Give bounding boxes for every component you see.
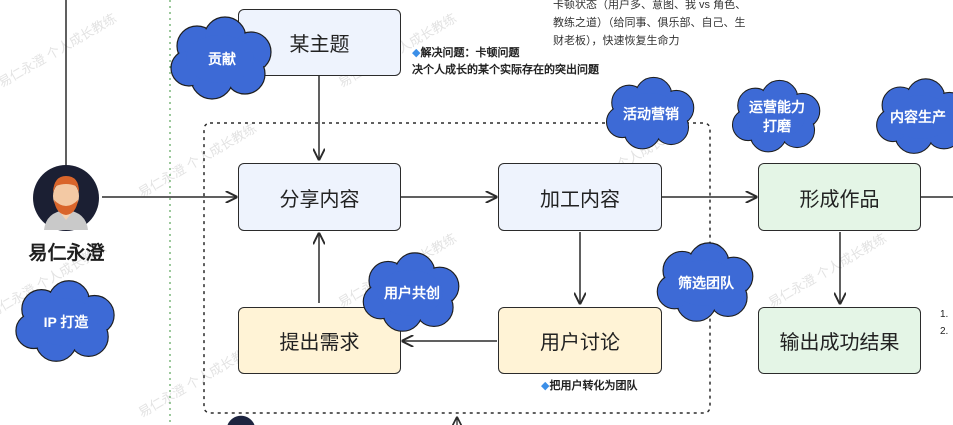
cloud-activity-marketing xyxy=(605,76,695,150)
gem-icon: ◆ xyxy=(412,47,421,59)
box-form-works[interactable]: 形成作品 xyxy=(758,163,921,231)
box-share-content[interactable]: 分享内容 xyxy=(238,163,401,231)
cloud-user-cocreate-label: 用户共创 xyxy=(384,284,440,301)
cloud-ip-label: IP 打造 xyxy=(43,313,89,330)
list-item: 1. xyxy=(940,309,949,320)
cloud-filter-team-label: 筛选团队 xyxy=(678,274,734,291)
cloud-contribution xyxy=(170,16,272,100)
team-conversion-note: ◆把用户转化为团队 xyxy=(541,380,638,392)
cloud-operations-label: 运营能力 打磨 xyxy=(729,74,825,160)
avatar xyxy=(33,165,99,231)
cloud-filter-team xyxy=(656,242,754,322)
box-raise-needs[interactable]: 提出需求 xyxy=(238,307,401,374)
cloud-operations-line2: 打磨 xyxy=(763,118,791,134)
top-right-note: 卡顿状态（用户多、意图、我 vs 角色、教练之道）（给同事、俱乐部、自己、生财老… xyxy=(553,0,747,48)
cloud-operations-line1: 运营能力 xyxy=(749,99,805,116)
list-item: 2. xyxy=(940,326,949,337)
solve-problem-note: ◆解决问题：卡顿问题 xyxy=(412,47,520,59)
cloud-content-production xyxy=(876,78,953,154)
solve-problem-detail: 决个人成长的某个实际存在的突出问题 xyxy=(412,64,599,76)
cloud-contribution-label: 贡献 xyxy=(208,50,236,67)
cloud-ip xyxy=(15,280,115,362)
cloud-operations xyxy=(731,79,821,153)
gem-icon: ◆ xyxy=(541,380,550,392)
box-success-results[interactable]: 输出成功结果 xyxy=(758,307,921,374)
cloud-content-production-label: 内容生产 xyxy=(890,108,946,125)
person-name: 易仁永澄 xyxy=(28,243,105,264)
box-user-discussion[interactable]: 用户讨论 xyxy=(498,307,662,374)
cloud-activity-marketing-label: 活动营销 xyxy=(623,105,679,122)
cloud-user-cocreate xyxy=(362,252,460,332)
box-process-content[interactable]: 加工内容 xyxy=(498,163,662,231)
